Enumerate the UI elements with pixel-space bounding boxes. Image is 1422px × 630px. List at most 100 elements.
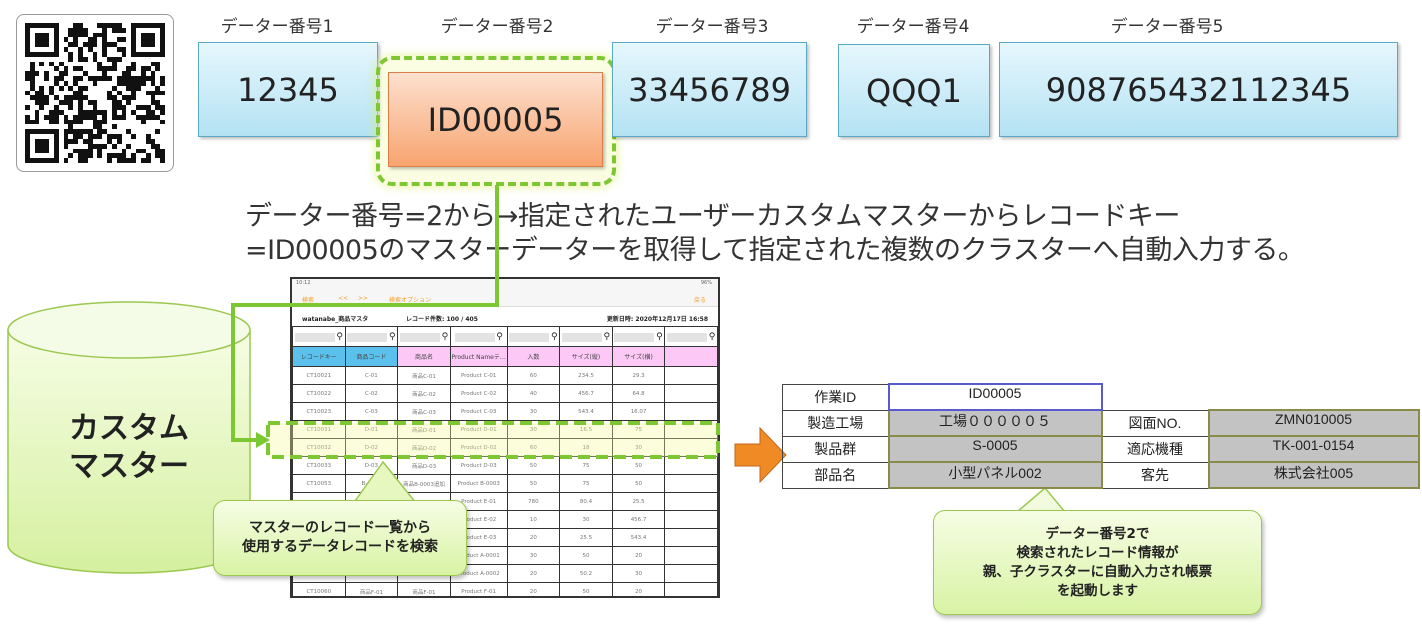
form-label: 適応機種 [1101, 435, 1209, 463]
form-value[interactable]: 小型パネル002 [887, 461, 1103, 489]
field-value-4: QQQ1 [838, 44, 990, 137]
table-cell: Product C-01 [449, 366, 508, 385]
table-cell: 40 [506, 384, 561, 403]
column-search-input[interactable]: ⚲ [506, 326, 561, 347]
table-cell: 75 [559, 456, 613, 475]
table-cell: 543.4 [559, 402, 613, 421]
search-icon[interactable]: ⚲ [603, 331, 611, 342]
table-cell: 50 [611, 456, 666, 475]
table-cell: 30 [506, 420, 561, 439]
form-value[interactable]: TK-001-0154 [1207, 435, 1420, 463]
status-battery: 96% [700, 280, 712, 286]
table-cell: Product B-0003 [449, 474, 508, 493]
table-cell: Product D-02 [449, 438, 508, 457]
column-search-input[interactable]: ⚲ [449, 326, 508, 347]
table-cell: 50.2 [559, 564, 613, 583]
column-search-input[interactable]: ⚲ [292, 326, 346, 347]
column-header[interactable]: サイズ(横) [611, 346, 666, 367]
column-search-input[interactable]: ⚲ [664, 326, 718, 347]
table-cell: 商品D-02 [397, 438, 451, 457]
table-cell: 30 [506, 546, 561, 565]
table-cell: D-01 [344, 420, 399, 439]
column-header[interactable]: Product Nameテ… [449, 346, 508, 367]
form-label: 客先 [1101, 461, 1209, 489]
column-search-input[interactable]: ⚲ [397, 326, 451, 347]
form-label: 製造工場 [782, 409, 889, 437]
column-header[interactable]: 入数 [506, 346, 561, 367]
database-cylinder-icon [7, 301, 251, 574]
form-value[interactable]: 工場０００００５ [887, 409, 1103, 437]
search-icon[interactable]: ⚲ [496, 331, 503, 342]
table-cell: 60 [506, 438, 561, 457]
master-title: watanabe_商品マスタ [302, 316, 369, 323]
column-header[interactable]: 商品コード [344, 346, 399, 367]
updated-at: 更新日時: 2020年12月17日 16:58 [606, 316, 708, 323]
next-button[interactable]: >> [358, 295, 369, 302]
table-cell: 商品C-01 [397, 366, 451, 385]
column-header[interactable]: サイズ(縦) [559, 346, 613, 367]
callout1-line-2: 使用するデータレコードを検索 [242, 539, 438, 555]
table-cell: 20 [611, 582, 666, 596]
back-button[interactable]: 戻る [693, 297, 706, 304]
search-options-button[interactable]: 検索オプション [389, 297, 432, 304]
prev-button[interactable]: << [338, 295, 349, 302]
form-value[interactable]: 株式会社005 [1207, 461, 1420, 489]
table-cell: 18 [559, 438, 613, 457]
table-cell: 商品F-01 [344, 582, 399, 596]
table-cell: 50 [559, 582, 613, 596]
master-label-1: カスタム [69, 411, 189, 446]
table-cell: 商品F-01 [397, 582, 451, 596]
field-label-4: データー番号4 [856, 17, 970, 37]
table-cell: D-02 [344, 438, 399, 457]
form-value[interactable]: S-0005 [887, 435, 1103, 463]
work-id-label: 作業ID [782, 383, 889, 411]
table-cell: 456.7 [559, 384, 613, 403]
table-cell: 商品C-03 [397, 402, 451, 421]
table-cell: 30 [611, 564, 666, 583]
column-search-input[interactable]: ⚲ [611, 326, 666, 347]
table-cell: Product C-03 [449, 402, 508, 421]
column-search-input[interactable]: ⚲ [344, 326, 399, 347]
search-icon[interactable]: ⚲ [388, 331, 396, 342]
callout2-line-4: を起動します [1057, 582, 1138, 599]
field-label-5: データー番号5 [1110, 17, 1224, 37]
field-value-5: 908765432112345 [999, 42, 1398, 137]
record-count: レコード件数: 100 / 405 [406, 316, 478, 323]
work-id-field[interactable]: ID00005 [887, 383, 1103, 411]
table-cell: 商品B-0003追加 [397, 474, 451, 493]
field-label-2: データー番号2 [440, 17, 554, 37]
table-cell: 80.4 [559, 492, 613, 511]
field-value-1: 12345 [198, 42, 378, 137]
column-header[interactable]: 商品名 [397, 346, 451, 367]
table-cell: CT10053 [292, 474, 346, 493]
table-cell: D-03 [344, 456, 399, 475]
search-icon[interactable]: ⚲ [441, 331, 449, 342]
table-cell: 25.5 [611, 492, 666, 511]
table-cell: 50 [506, 474, 561, 493]
column-header[interactable]: レコードキー [292, 346, 346, 367]
form-value[interactable]: ZMN010005 [1207, 409, 1420, 437]
table-cell: 456.7 [611, 510, 666, 529]
table-cell: CT10033 [292, 456, 346, 475]
search-icon[interactable]: ⚲ [656, 331, 663, 342]
field-value-3: 33456789 [612, 42, 807, 137]
table-cell: CT10021 [292, 366, 346, 385]
table-cell: Product D-01 [449, 420, 508, 439]
table-cell: 75 [559, 474, 613, 493]
column-search-input[interactable]: ⚲ [559, 326, 613, 347]
table-cell: 20 [611, 546, 666, 565]
form-label: 製品群 [782, 435, 889, 463]
search-icon[interactable]: ⚲ [550, 331, 558, 342]
search-button[interactable]: 検索 [302, 297, 315, 304]
search-icon[interactable]: ⚲ [336, 331, 343, 342]
callout-search-record: マスターのレコード一覧から 使用するデータレコードを検索 [213, 500, 467, 576]
search-icon[interactable]: ⚲ [708, 331, 716, 342]
